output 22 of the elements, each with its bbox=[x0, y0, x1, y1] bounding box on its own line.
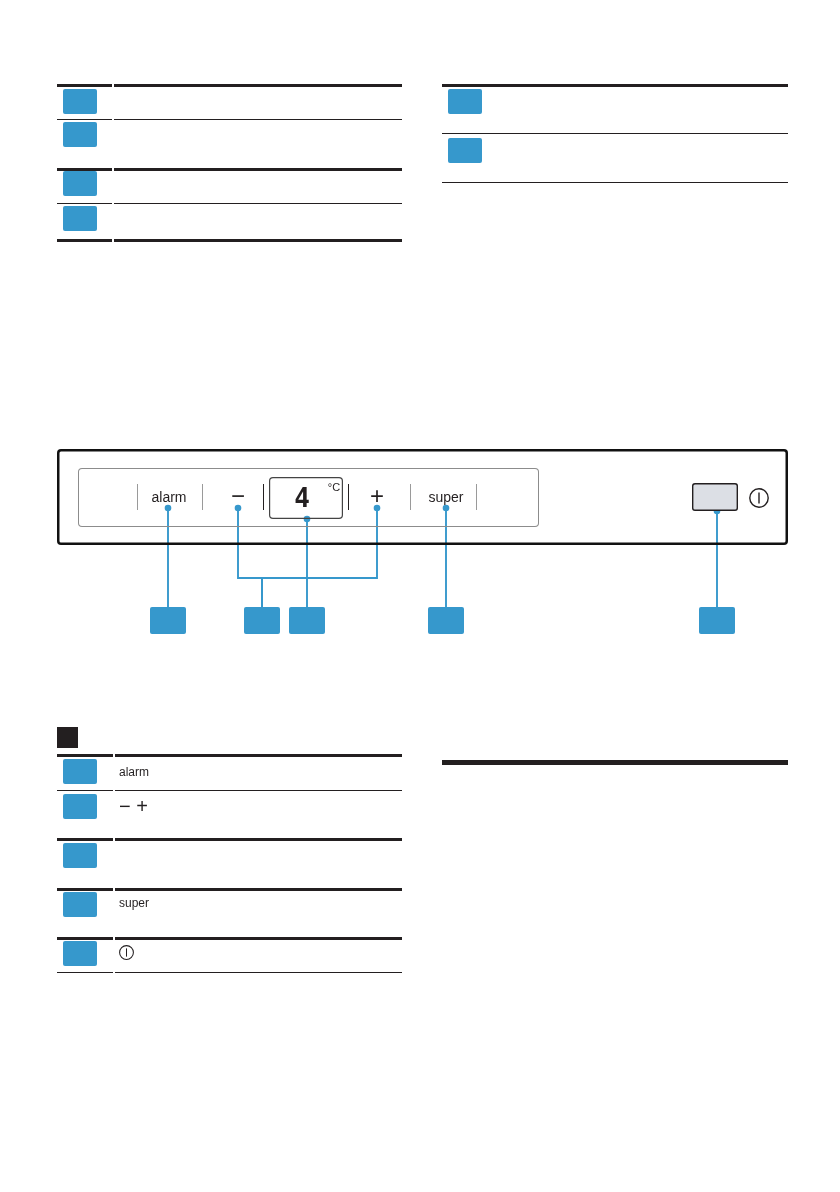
symbol-text: − + bbox=[119, 794, 148, 818]
key-name: super bbox=[119, 895, 150, 911]
callout-box bbox=[428, 607, 464, 634]
leader-line bbox=[261, 504, 381, 608]
key-label: alarm bbox=[151, 486, 187, 508]
callout-box bbox=[244, 607, 280, 634]
leader-line bbox=[442, 504, 450, 608]
leader-line bbox=[303, 515, 311, 608]
callout-box bbox=[289, 607, 325, 634]
unit-label: °C bbox=[327, 481, 341, 493]
key-name: alarm bbox=[119, 764, 149, 780]
key-label: super bbox=[428, 486, 464, 508]
power-button bbox=[692, 483, 738, 511]
minus-sign: − bbox=[231, 484, 245, 508]
display-digit: 4 bbox=[294, 485, 310, 511]
plus-sign: + bbox=[370, 484, 384, 508]
callout-box bbox=[699, 607, 735, 634]
callout-box bbox=[150, 607, 186, 634]
touch-panel bbox=[78, 468, 539, 527]
display-window bbox=[269, 477, 343, 519]
leader-line bbox=[164, 504, 172, 608]
control-panel bbox=[57, 449, 788, 545]
